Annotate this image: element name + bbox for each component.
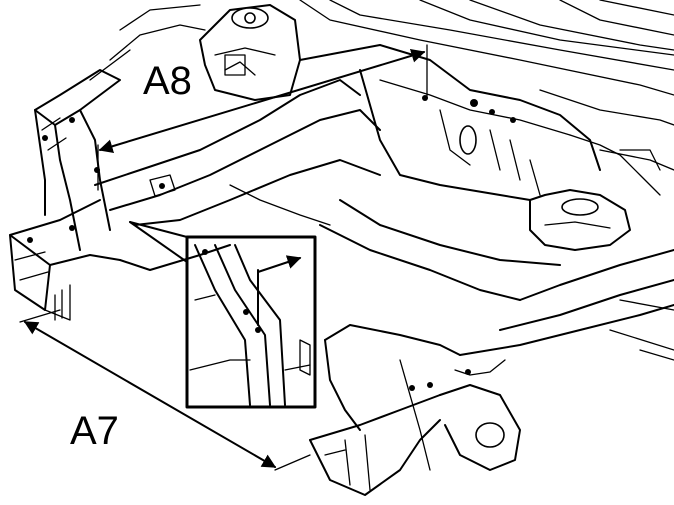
dimension-a8 bbox=[97, 44, 428, 191]
right-strut-tower bbox=[529, 189, 631, 251]
a7-extension-right bbox=[274, 454, 311, 471]
a8-dimension-line bbox=[98, 48, 426, 154]
label-a8: A8 bbox=[143, 59, 192, 103]
left-strut-tower bbox=[89, 4, 301, 101]
firewall-crossmember bbox=[299, 44, 661, 201]
inset-pointer-arrow bbox=[257, 255, 302, 273]
a7-dimension-line bbox=[23, 321, 277, 468]
label-a7: A7 bbox=[70, 409, 119, 453]
body-structure bbox=[299, 0, 674, 361]
dimension-a7 bbox=[19, 309, 311, 471]
detail-inset bbox=[129, 221, 317, 409]
a7-extension-left bbox=[19, 309, 61, 323]
